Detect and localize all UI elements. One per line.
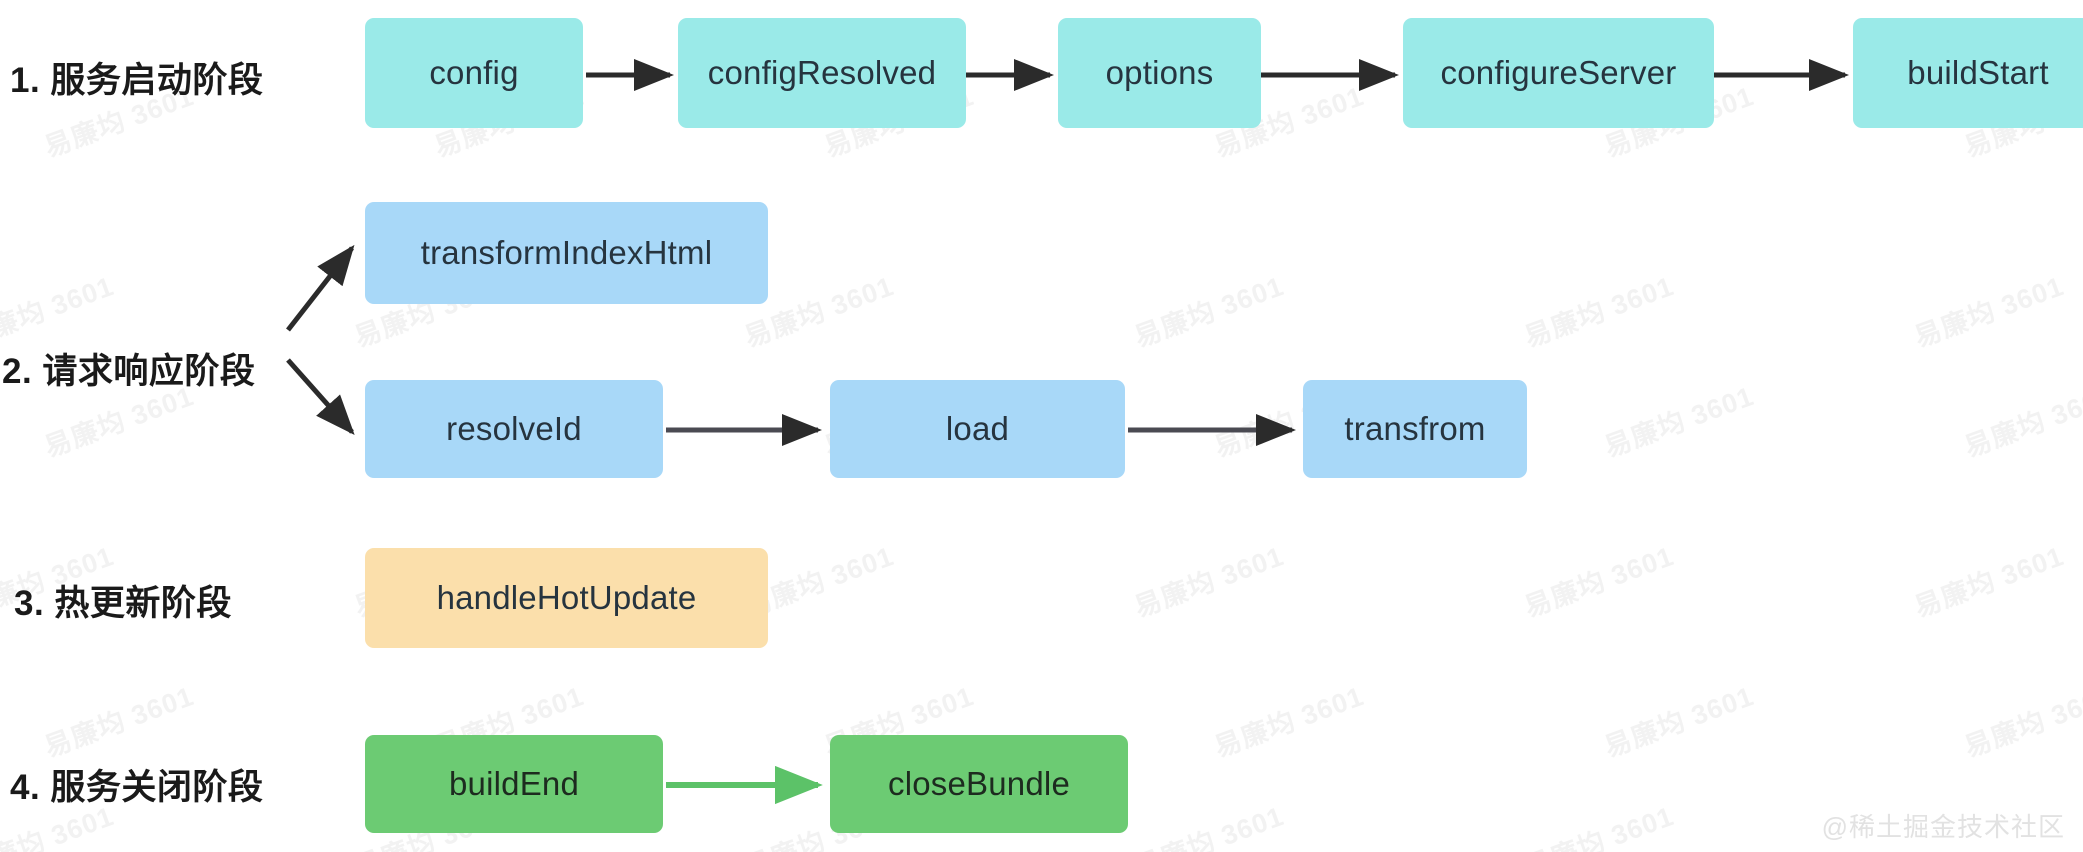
watermark-tile: 易廉均 3601 bbox=[1520, 800, 1678, 852]
node-transformIndexHtml[interactable]: transformIndexHtml bbox=[365, 202, 768, 304]
node-resolveId[interactable]: resolveId bbox=[365, 380, 663, 478]
stage-label-1: 1. 服务启动阶段 bbox=[10, 61, 264, 100]
node-transfrom[interactable]: transfrom bbox=[1303, 380, 1527, 478]
node-buildStart[interactable]: buildStart bbox=[1853, 18, 2083, 128]
watermark-tile: 易廉均 3601 bbox=[1960, 680, 2083, 763]
stage-label-4: 4. 服务关闭阶段 bbox=[10, 768, 264, 807]
watermark-tile: 易廉均 3601 bbox=[1520, 270, 1678, 353]
node-config[interactable]: config bbox=[365, 18, 583, 128]
watermark-tile: 易廉均 3601 bbox=[1910, 540, 2068, 623]
node-configureServer[interactable]: configureServer bbox=[1403, 18, 1714, 128]
credit-watermark: @稀土掘金技术社区 bbox=[1821, 812, 2065, 842]
node-closeBundle[interactable]: closeBundle bbox=[830, 735, 1128, 833]
node-load[interactable]: load bbox=[830, 380, 1125, 478]
watermark-tile: 易廉均 3601 bbox=[1600, 380, 1758, 463]
arrow-branch-to-transformIndexHtml bbox=[286, 244, 355, 332]
node-configResolved[interactable]: configResolved bbox=[678, 18, 966, 128]
watermark-tile: 易廉均 3601 bbox=[1960, 380, 2083, 463]
watermark-tile: 易廉均 3601 bbox=[40, 680, 198, 763]
watermark-tile: 易廉均 3601 bbox=[1130, 800, 1288, 852]
node-handleHotUpdate[interactable]: handleHotUpdate bbox=[365, 548, 768, 648]
watermark-tile: 易廉均 3601 bbox=[1130, 270, 1288, 353]
watermark-tile: 易廉均 3601 bbox=[1130, 540, 1288, 623]
node-buildEnd[interactable]: buildEnd bbox=[365, 735, 663, 833]
watermark-tile: 易廉均 3601 bbox=[1910, 270, 2068, 353]
watermark-tile: 易廉均 3601 bbox=[1520, 540, 1678, 623]
stage-label-3: 3. 热更新阶段 bbox=[14, 584, 232, 623]
node-options[interactable]: options bbox=[1058, 18, 1261, 128]
stage-label-2: 2. 请求响应阶段 bbox=[2, 352, 256, 391]
watermark-tile: 易廉均 3601 bbox=[0, 270, 118, 353]
watermark-tile: 易廉均 3601 bbox=[1600, 680, 1758, 763]
arrow-branch-to-resolveId bbox=[286, 358, 355, 435]
watermark-tile: 易廉均 3601 bbox=[1210, 680, 1368, 763]
